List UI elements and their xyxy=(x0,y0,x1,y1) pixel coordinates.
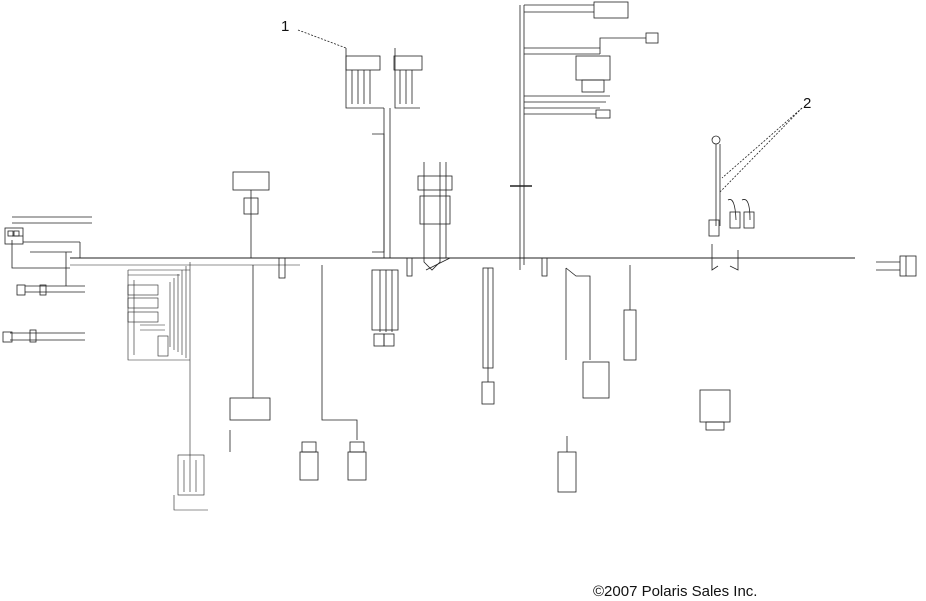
upper-right-spine xyxy=(510,1,659,270)
copyright-notice: ©2007 Polaris Sales Inc. xyxy=(593,583,758,600)
left-branch-bundle xyxy=(127,262,208,511)
callout-2-connectors xyxy=(708,107,803,271)
callout-2-label: 2 xyxy=(803,95,812,112)
main-harness-trunk xyxy=(70,257,855,266)
middle-connectors xyxy=(371,162,495,405)
lower-right-branches xyxy=(541,257,731,493)
far-right-terminal xyxy=(876,255,917,277)
left-connector-group xyxy=(2,216,92,343)
callout-1-connectors xyxy=(297,29,423,258)
callout-1-label: 1 xyxy=(281,18,290,35)
center-branches xyxy=(229,171,367,481)
